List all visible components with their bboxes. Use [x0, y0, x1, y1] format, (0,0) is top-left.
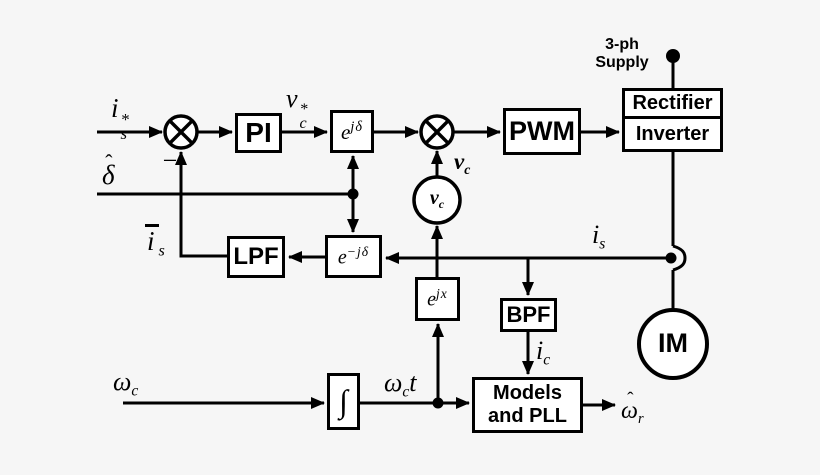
- supply-label: 3-ph Supply: [583, 36, 661, 73]
- vc-ref-base: v: [286, 84, 298, 113]
- sum-junction-1: [163, 114, 199, 150]
- omegact-junction-dot: [432, 397, 444, 409]
- wire-lpf-to-sum1: [175, 151, 227, 258]
- is-ref-base: i: [111, 93, 119, 123]
- omega-c-t-suffix: t: [409, 368, 417, 397]
- vc-ref-sup: *: [299, 101, 308, 119]
- bpf-block: BPF: [500, 298, 557, 332]
- is-feedback-base: i: [592, 220, 600, 249]
- pwm-block: PWM: [503, 108, 581, 155]
- delta-junction-dot: [347, 188, 359, 200]
- e-jdelta-block: ejδ: [330, 110, 374, 153]
- vc-node-label: vc: [421, 188, 453, 210]
- omega-r-hat-mark: ˆ: [627, 389, 634, 411]
- e-minus-jdelta-exp: −jδ: [346, 243, 370, 259]
- omega-c-sub: c: [131, 382, 139, 400]
- vc-node-sub: c: [438, 197, 445, 212]
- is-tap-dot: [665, 252, 677, 264]
- delta-hat-mark: ˆ: [105, 150, 113, 175]
- is-ref-label: i*s: [111, 93, 129, 143]
- im-motor-circle: [637, 308, 709, 380]
- models-pll-line1: Models: [493, 382, 562, 404]
- inverter-label: Inverter: [635, 122, 710, 145]
- e-jx-exp: jx: [436, 286, 448, 302]
- supply-terminal-dot: [666, 49, 680, 63]
- ic-base: i: [536, 336, 544, 365]
- integrator-block: ∫: [327, 373, 360, 430]
- omega-c-t-sub: c: [402, 383, 410, 401]
- e-minus-jdelta-base: e: [337, 246, 347, 269]
- e-jx-block: ejx: [415, 277, 460, 321]
- vc-arrow-label: vc: [454, 150, 470, 177]
- models-pll-line2: and PLL: [488, 405, 567, 427]
- lpf-label: LPF: [233, 243, 279, 270]
- is-ref-sup: *: [120, 109, 129, 129]
- e-minus-jdelta-block: e−jδ: [325, 235, 382, 278]
- omega-c-t-base: ω: [384, 368, 403, 397]
- omega-c-t-label: ωct: [384, 370, 417, 400]
- e-jdelta-label: ejδ: [341, 119, 363, 145]
- models-pll-block: Models and PLL: [472, 377, 583, 433]
- inverter-block: Inverter: [622, 116, 723, 152]
- current-sensor-curl: [672, 244, 687, 272]
- ic-sub: c: [543, 351, 551, 369]
- e-jdelta-base: e: [341, 119, 351, 144]
- omega-c-base: ω: [113, 367, 132, 396]
- omega-r-hat-base: ω: [621, 398, 638, 424]
- im-label: IM: [658, 328, 688, 358]
- ic-label: ic: [536, 338, 550, 368]
- pi-label: PI: [245, 117, 272, 148]
- pi-block: PI: [235, 113, 282, 153]
- supply-line2: Supply: [595, 54, 649, 72]
- e-jx-base: e: [427, 288, 437, 311]
- vc-node-circle: [412, 175, 462, 225]
- omega-r-hat-sub: r: [637, 411, 644, 428]
- is-bar-base: i: [145, 224, 159, 255]
- pwm-label: PWM: [509, 116, 575, 146]
- delta-hat-base: δ: [102, 160, 115, 190]
- omega-c-label: ωc: [113, 369, 138, 399]
- sum-junction-2: [419, 114, 455, 150]
- integrator-label: ∫: [339, 383, 348, 419]
- supply-line1: 3-ph: [605, 36, 639, 53]
- vc-node-base: v: [429, 187, 439, 209]
- vc-ref-sub: c: [299, 114, 307, 132]
- vc-arrow-sub: c: [464, 161, 471, 177]
- e-minus-jdelta-label: e−jδ: [338, 244, 369, 269]
- rectifier-label: Rectifier: [632, 92, 713, 114]
- e-jx-label: ejx: [427, 286, 448, 311]
- rectifier-block: Rectifier: [622, 88, 723, 119]
- is-bar-sub: s: [158, 241, 165, 260]
- is-feedback-sub: s: [599, 235, 606, 253]
- bpf-label: BPF: [506, 302, 551, 327]
- e-jdelta-exp: jδ: [350, 118, 363, 135]
- lpf-block: LPF: [227, 236, 285, 278]
- vc-arrow-base: v: [454, 149, 465, 174]
- minus-sign: −: [161, 146, 179, 175]
- is-ref-sub: s: [120, 123, 128, 143]
- vc-ref-label: v*c: [286, 84, 308, 132]
- is-feedback-label: is: [592, 222, 605, 252]
